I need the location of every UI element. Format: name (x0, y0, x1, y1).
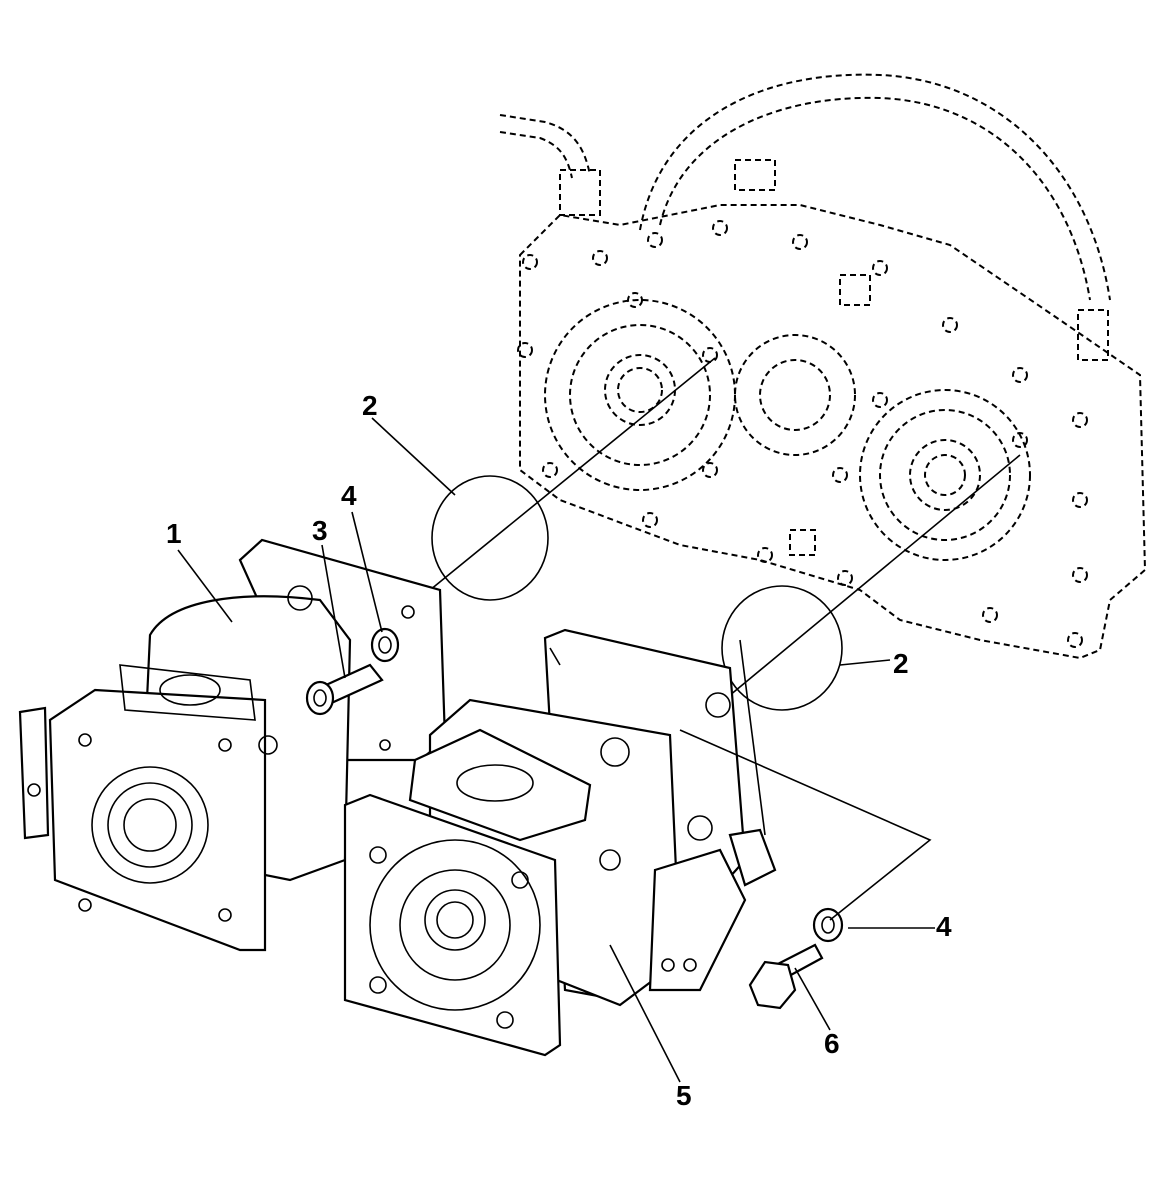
o-ring-right (721, 585, 843, 711)
washer-item-4-left (370, 627, 400, 663)
hydraulic-pump-left (18, 538, 447, 952)
callout-3: 3 (312, 515, 328, 546)
callout-6: 6 (824, 1028, 840, 1059)
callout-1: 1 (166, 518, 182, 549)
callout-5: 5 (676, 1080, 692, 1111)
callout-4-top: 4 (341, 480, 357, 511)
bolt-item-3 (305, 663, 384, 716)
centerline-left (429, 357, 716, 591)
o-ring-left (431, 475, 549, 601)
hydraulic-pump-right (343, 628, 777, 1057)
bolt-item-6 (748, 943, 824, 1010)
callout-2-left: 2 (362, 390, 378, 421)
callout-4-right: 4 (936, 911, 952, 942)
callout-2-right: 2 (893, 648, 909, 679)
gearbox-housing (499, 73, 1147, 660)
leader-lines (177, 417, 935, 1083)
centerline-right (699, 454, 1021, 721)
